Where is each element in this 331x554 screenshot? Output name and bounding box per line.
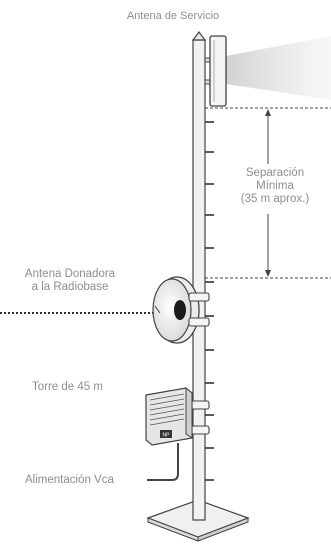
service-antenna-beam — [226, 36, 331, 100]
donor-antenna-dish-icon — [0, 276, 200, 344]
separation-dimension — [205, 107, 331, 279]
ladder-rungs — [205, 121, 214, 481]
repeater-equipment-box: NP — [145, 386, 193, 446]
service-antenna-label: Antena de Servicio — [126, 10, 220, 22]
donor-antenna-label: Antena Donadora a la Radiobase — [15, 268, 125, 294]
donor-antenna-label-line2: a la Radiobase — [31, 281, 109, 293]
service-antenna-icon — [204, 35, 227, 107]
tower-mast — [191, 31, 207, 521]
separation-label-line1: Separación — [245, 167, 305, 179]
power-cable — [147, 443, 179, 481]
equipment-badge: NP — [163, 433, 171, 439]
separation-label: Separación Mínima (35 m aprox.) — [232, 167, 318, 206]
separation-label-line3: (35 m aprox.) — [240, 193, 310, 205]
mast-clamps — [188, 292, 210, 435]
tower-height-label: Torre de 45 m — [32, 381, 103, 393]
donor-antenna-label-line1: Antena Donadora — [24, 268, 116, 280]
separation-label-line2: Mínima — [256, 180, 294, 192]
power-supply-label: Alimentación Vca — [25, 474, 114, 486]
